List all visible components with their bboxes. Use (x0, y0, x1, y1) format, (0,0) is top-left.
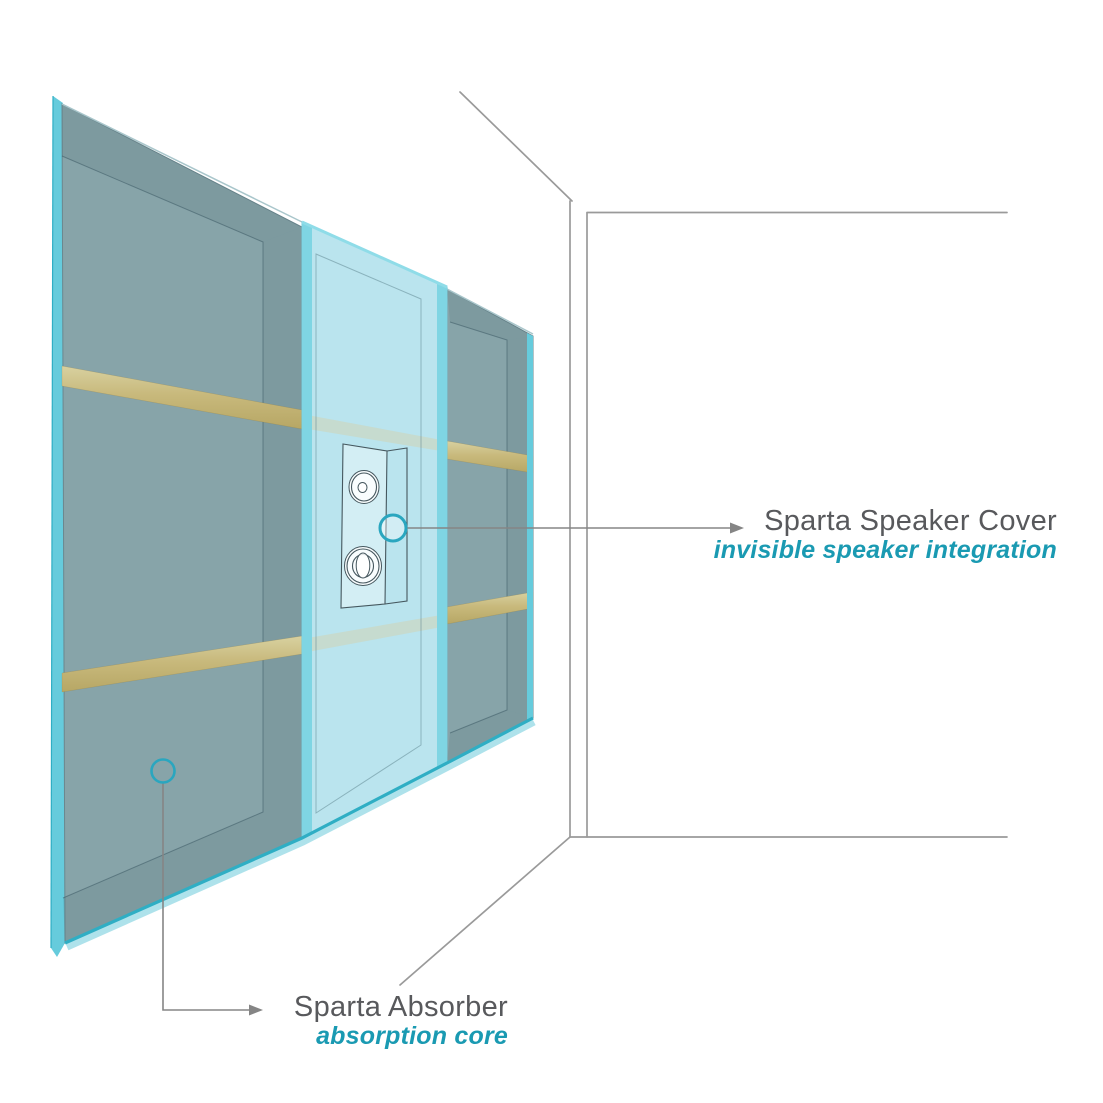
ceiling-edge-line (459, 91, 573, 202)
tweeter-dome (357, 482, 368, 493)
glass-left-edge-strip (51, 96, 65, 957)
panel-top-highlight-right (446, 288, 534, 335)
glass-bottom-glow (65, 718, 536, 951)
panel-bevel-bottom-right (447, 710, 533, 763)
annotation-subtitle: invisible speaker integration (713, 536, 1057, 564)
glass-inner-outline (315, 253, 422, 814)
callout-circle-absorber-icon (150, 758, 176, 784)
annotation-title: Sparta Speaker Cover (764, 505, 1057, 537)
leader-line-absorber (162, 783, 249, 1011)
panel-bevel-bottom-left (63, 812, 302, 943)
callout-absorber (150, 758, 263, 1016)
woofer-surround-ring (346, 548, 380, 584)
glass-bottom-edge (64, 716, 536, 951)
panel-bevel-top-left (62, 104, 302, 242)
annotation-title: Sparta Absorber (293, 991, 508, 1023)
panel-recess-line-right (449, 321, 508, 734)
absorber-wall-right (446, 288, 534, 764)
wood-batten-behind-glass-upper (302, 414, 447, 452)
glass-left-edge-line (50, 95, 54, 949)
wood-batten-behind-glass-lower (302, 614, 447, 653)
speaker-unit (340, 443, 408, 609)
woofer-dust-cap (355, 552, 371, 579)
arrowhead-icon (249, 1004, 263, 1016)
room-outline (399, 91, 1008, 986)
panel-bevel-top-right (447, 289, 533, 340)
arrowhead-icon (730, 522, 744, 534)
panel-top-highlight-left (61, 103, 303, 223)
glass-top-highlight (301, 220, 448, 289)
floor-edge-line (399, 836, 571, 986)
panel-bevel-side-right (507, 336, 533, 718)
glass-right-edge-strip (527, 333, 533, 721)
glass-bright-edge-left (302, 222, 312, 838)
panel-bevel-side-left (263, 227, 302, 838)
glass-bottom-edge-line (64, 716, 534, 945)
absorber-wall-left (50, 95, 303, 957)
callout-speaker-cover (378, 513, 744, 543)
annotation-absorber: Sparta Absorber absorption core (294, 992, 508, 1050)
annotation-subtitle: absorption core (316, 1022, 508, 1050)
glass-bright-edge-right (437, 283, 447, 767)
annotation-speaker-cover: Sparta Speaker Cover invisible speaker i… (714, 506, 1057, 564)
tweeter-inner-ring (350, 472, 378, 502)
callout-circle-speaker-icon (378, 513, 408, 543)
